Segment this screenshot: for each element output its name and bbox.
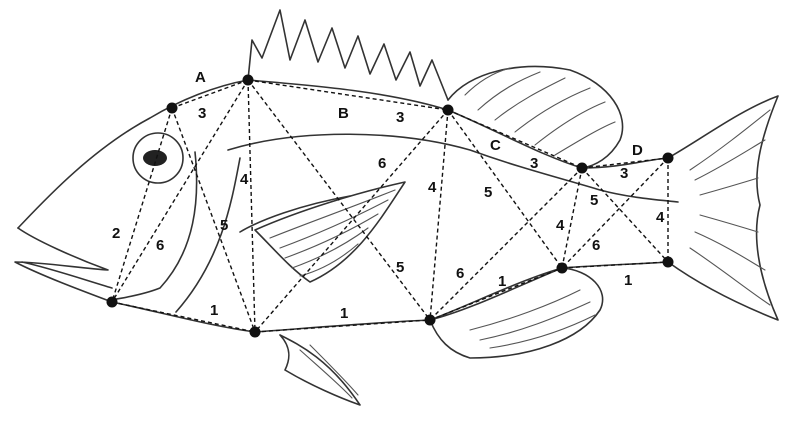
truss-label: 4 — [556, 217, 565, 234]
truss-label: 6 — [592, 237, 600, 254]
landmark-point — [250, 327, 261, 338]
truss-label: 6 — [156, 237, 164, 254]
landmark-point — [557, 263, 568, 274]
landmark-point — [443, 105, 454, 116]
caudal-fin — [668, 96, 778, 320]
pectoral-fin — [255, 182, 405, 282]
truss-label: 1 — [624, 272, 632, 289]
spiny-dorsal-fin — [248, 10, 448, 100]
truss-label: 1 — [210, 302, 218, 319]
truss-label: 5 — [396, 259, 404, 276]
truss-label: 4 — [656, 209, 665, 226]
truss-line — [248, 80, 255, 332]
truss-label: 3 — [198, 105, 206, 122]
landmark-point — [577, 163, 588, 174]
segment-label-d: D — [632, 142, 643, 159]
truss-line — [172, 80, 248, 108]
caudal-rays — [690, 110, 770, 305]
segment-label-a: A — [195, 69, 206, 86]
truss-line — [172, 108, 255, 332]
landmark-point — [167, 103, 178, 114]
truss-label: 3 — [396, 109, 404, 126]
fish-outline — [15, 10, 778, 405]
truss-line — [562, 168, 582, 268]
lateral-line — [228, 134, 678, 202]
truss-label: 5 — [590, 192, 598, 209]
mouth — [15, 228, 112, 302]
landmark-point — [425, 315, 436, 326]
truss-line — [112, 80, 248, 302]
truss-label: 4 — [428, 179, 437, 196]
truss-label: 2 — [112, 225, 120, 242]
truss-line — [255, 110, 448, 332]
landmark-point — [243, 75, 254, 86]
truss-line — [430, 268, 562, 320]
segment-label-b: B — [338, 105, 349, 122]
truss-line — [112, 108, 172, 302]
preopercle — [112, 152, 197, 300]
truss-label: 5 — [484, 184, 492, 201]
truss-line — [562, 158, 668, 268]
truss-label: 3 — [620, 165, 628, 182]
ventral-profile — [112, 262, 668, 332]
truss-label: 1 — [498, 273, 506, 290]
landmark-point — [663, 153, 674, 164]
landmark-point — [107, 297, 118, 308]
truss-label: 4 — [240, 171, 249, 188]
opercle-edge — [176, 158, 240, 312]
truss-label: 3 — [530, 155, 538, 172]
truss-line — [112, 302, 255, 332]
landmark-point — [663, 257, 674, 268]
truss-label: 6 — [378, 155, 386, 172]
truss-label: 1 — [340, 305, 348, 322]
truss-label: 6 — [456, 265, 464, 282]
truss-label: 5 — [220, 217, 228, 234]
segment-label-c: C — [490, 137, 501, 154]
